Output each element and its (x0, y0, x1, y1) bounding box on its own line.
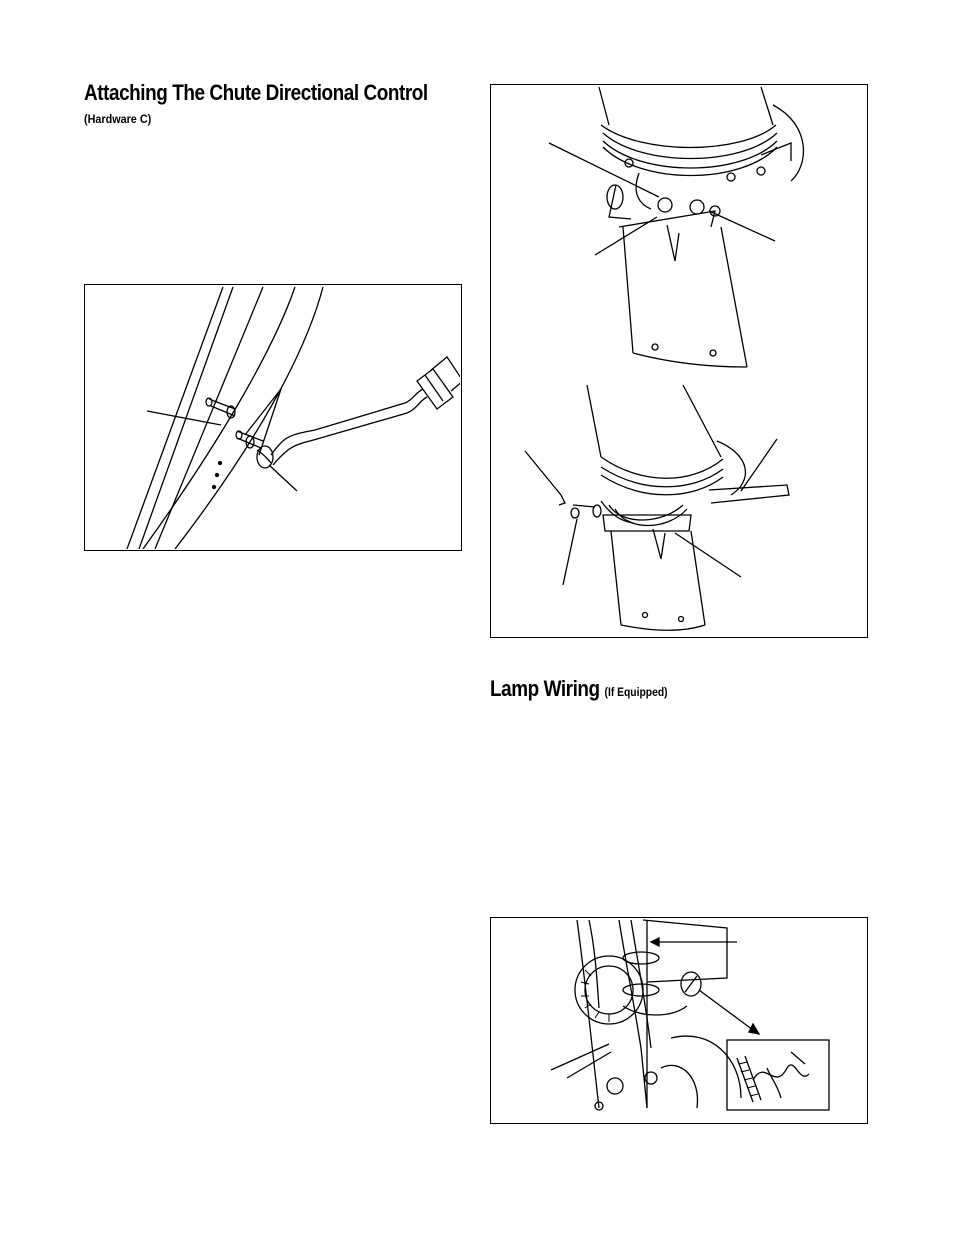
section-title-lamp-wiring: Lamp Wiring (If Equipped) (490, 676, 668, 702)
lamp-wiring-figure (490, 917, 868, 1124)
section-title-chute-control: Attaching The Chute Directional Control (84, 80, 428, 105)
section-title-lamp-wiring-text: Lamp Wiring (490, 676, 600, 701)
section-subtitle-hardware: (Hardware C) (84, 112, 152, 126)
chute-assembly-figure (490, 84, 868, 638)
chute-control-figure (84, 284, 462, 551)
chute-control-illustration (126, 286, 460, 549)
lamp-wiring-illustration (550, 919, 830, 1111)
section-subtitle-if-equipped: (If Equipped) (604, 685, 668, 699)
chute-assembly-illustration (524, 86, 805, 631)
